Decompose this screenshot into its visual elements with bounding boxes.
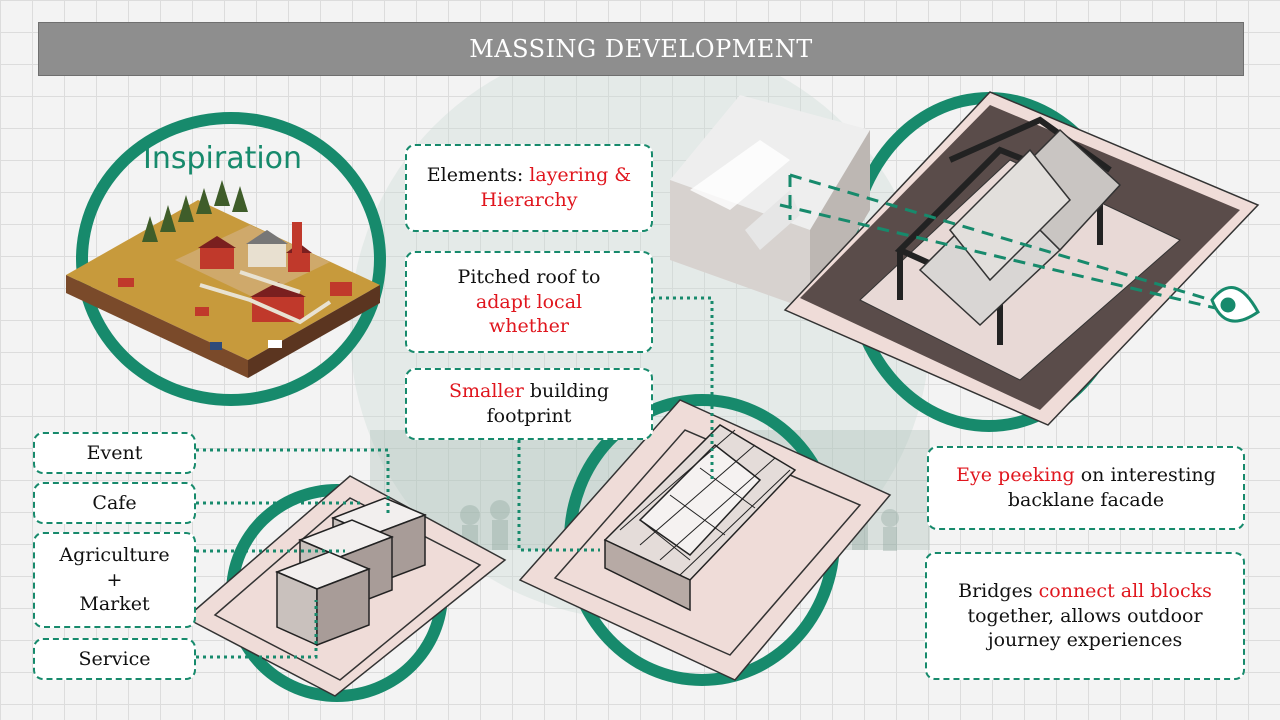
program-cafe: Cafe <box>33 482 196 524</box>
callout-bridges: Bridges connect all blocks together, all… <box>925 552 1245 680</box>
program-blocks-massing <box>184 475 507 697</box>
program-label: + <box>106 568 123 591</box>
callout-text: building <box>523 380 610 403</box>
callout-text: Bridges <box>958 579 1039 602</box>
program-label: Event <box>86 441 143 464</box>
title-bar: MASSING DEVELOPMENT <box>38 22 1244 76</box>
callout-pitched-roof: Pitched roof to adapt local whether <box>405 251 653 353</box>
program-event: Event <box>33 432 196 474</box>
eye-icon <box>1210 286 1260 323</box>
callout-text: together, allows outdoor <box>967 604 1203 627</box>
callout-highlight: layering & Hierarchy <box>480 164 632 211</box>
callout-text: Elements: <box>426 164 530 187</box>
callout-smaller-footprint: Smaller building footprint <box>405 368 653 440</box>
callout-highlight: adapt local whether <box>475 290 583 338</box>
program-agriculture-market: Agriculture + Market <box>33 532 196 628</box>
callout-layering-hierarchy: Elements: layering & Hierarchy <box>405 144 653 232</box>
program-service: Service <box>33 638 196 680</box>
callout-highlight: Eye peeking <box>956 464 1075 487</box>
leader-lines <box>196 296 714 659</box>
program-label: Market <box>79 593 150 616</box>
eye-sightline <box>779 173 1246 317</box>
program-label: Service <box>78 647 151 670</box>
farm-illustration <box>66 180 380 378</box>
callout-highlight: Smaller <box>448 380 524 403</box>
callout-text: backlane facade <box>1007 489 1165 511</box>
inspiration-label: Inspiration <box>143 141 303 176</box>
pitched-roof-massing <box>783 91 1260 426</box>
callout-text: footprint <box>486 405 572 427</box>
callout-text: Pitched roof to <box>457 265 601 288</box>
footprint-massing <box>518 399 892 681</box>
callout-text: journey experiences <box>987 629 1183 652</box>
page-title: MASSING DEVELOPMENT <box>469 35 813 63</box>
callout-highlight: connect all blocks <box>1038 579 1212 602</box>
program-label: Agriculture <box>59 543 170 566</box>
callout-text: on interesting <box>1074 464 1216 487</box>
callout-eye-peeking: Eye peeking on interesting backlane faca… <box>927 446 1245 530</box>
program-label: Cafe <box>92 491 137 514</box>
